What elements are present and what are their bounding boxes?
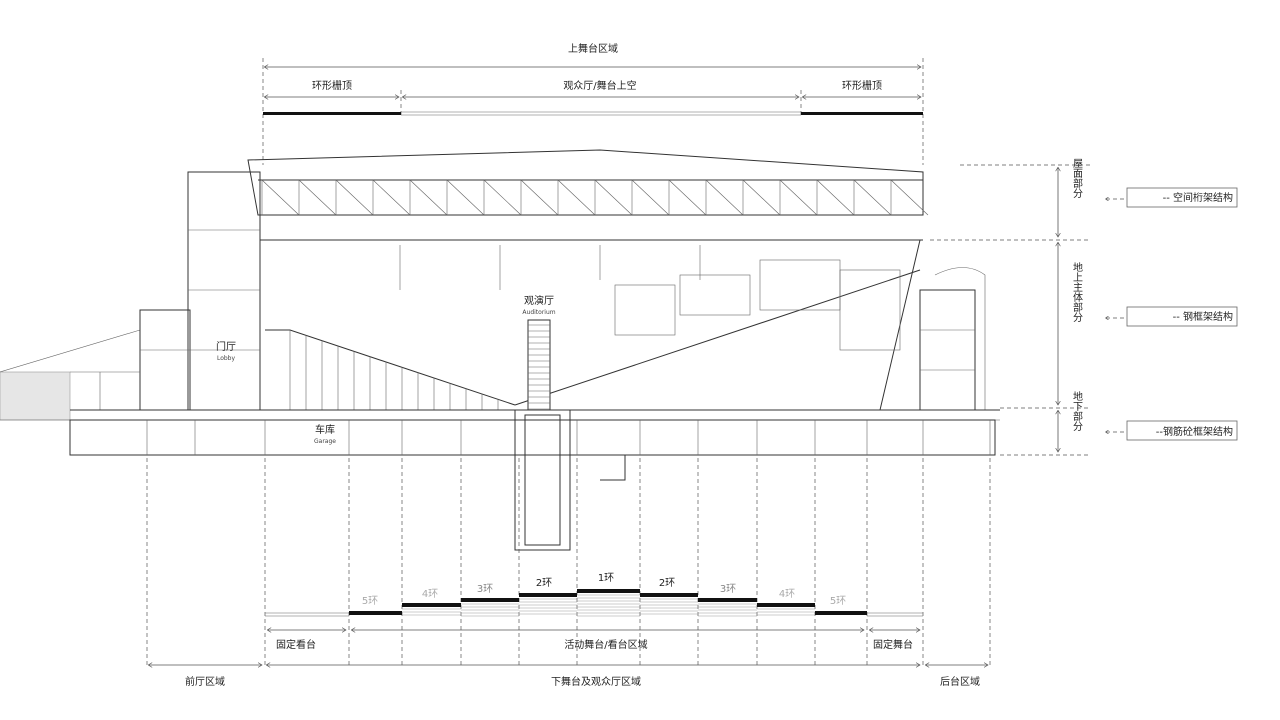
structure-above-ground-label: -- 钢框架结构 [1173, 310, 1233, 323]
ring-label-4-right: 4环 [779, 589, 795, 600]
ring-platform [519, 593, 577, 597]
garage-en-label: Garage [314, 438, 336, 445]
truss-member [520, 179, 559, 216]
bottom-dimensions: 固定看台 活动舞台/看台区域 固定舞台 前厅区域 下舞台及观众厅区域 后台区域 [149, 630, 988, 688]
fixed-seating-label: 固定看台 [276, 638, 316, 651]
ring-label-1: 1环 [598, 573, 614, 584]
truss-member [557, 179, 596, 216]
ring-platform [815, 611, 867, 615]
truss-member [668, 179, 707, 216]
fixed-stage-label: 固定舞台 [873, 638, 913, 651]
truss-member [409, 179, 448, 216]
front-hall-zone-label: 前厅区域 [185, 675, 225, 688]
backstage-zone-label: 后台区域 [940, 675, 980, 688]
auditorium-label: 观演厅 [524, 294, 554, 307]
truss-member [372, 179, 411, 216]
truss-member [742, 179, 781, 216]
truss-member [816, 179, 855, 216]
level-above-ground-label: 地上主体部分 [1071, 261, 1083, 323]
ring-label-3-right: 3环 [720, 584, 736, 595]
truss-member [335, 179, 374, 216]
truss-member [446, 179, 485, 216]
garage-label: 车库 [315, 423, 335, 436]
building-section: 观演厅 Auditorium 门厅 Lobby 车库 Garage [0, 149, 1000, 551]
auditorium-stage-air-label: 观众厅/舞台上空 [563, 79, 636, 92]
level-roof-label: 屋面部分 [1071, 158, 1083, 199]
structure-underground-label: --钢筋砼框架结构 [1156, 425, 1233, 438]
structure-roof-label: -- 空间桁架结构 [1163, 191, 1233, 204]
ring-platform [577, 589, 640, 593]
lobby-en-label: Lobby [217, 355, 236, 362]
upper-stage-zone-label: 上舞台区域 [568, 42, 618, 55]
truss-member [631, 179, 670, 216]
auditorium-en-label: Auditorium [522, 309, 555, 316]
truss-member [261, 179, 300, 216]
ring-platform [402, 603, 461, 607]
level-underground-label: 地下部分 [1071, 390, 1083, 432]
level-brackets: 屋面部分 地上主体部分 地下部分 -- 空间桁架结构 -- 钢框架结构 --钢筋… [930, 158, 1238, 456]
truss-member [705, 179, 744, 216]
movable-zone-label: 活动舞台/看台区域 [564, 638, 647, 651]
ring-label-5-right: 5环 [830, 596, 846, 607]
ring-platform [640, 593, 698, 597]
ring-label-2-right: 2环 [659, 578, 675, 589]
truss-member [853, 179, 892, 216]
truss-member [483, 179, 522, 216]
ring-platform [349, 611, 402, 615]
ring-platform [757, 603, 815, 607]
ring-label-3-left: 3环 [477, 584, 493, 595]
ring-platform [698, 598, 757, 602]
ring-platform [461, 598, 519, 602]
ring-stages: 5环 4环 3环 2环 1环 2环 3环 4环 5环 [265, 573, 923, 617]
truss-member [779, 179, 818, 216]
ring-label-5-left: 5环 [362, 596, 378, 607]
ring-label-4-left: 4环 [422, 589, 438, 600]
lower-stage-zone-label: 下舞台及观众厅区域 [551, 675, 641, 688]
ring-grid-right-label: 环形栅顶 [842, 79, 882, 92]
top-dimensions: 上舞台区域 环形栅顶 观众厅/舞台上空 环形栅顶 [262, 42, 924, 165]
ring-grid-left-label: 环形栅顶 [312, 79, 352, 92]
grid-lines [146, 458, 991, 668]
truss-member [594, 179, 633, 216]
truss-member [298, 179, 337, 216]
lobby-label: 门厅 [216, 340, 236, 353]
ring-label-2-left: 2环 [536, 578, 552, 589]
truss-member [890, 179, 929, 216]
